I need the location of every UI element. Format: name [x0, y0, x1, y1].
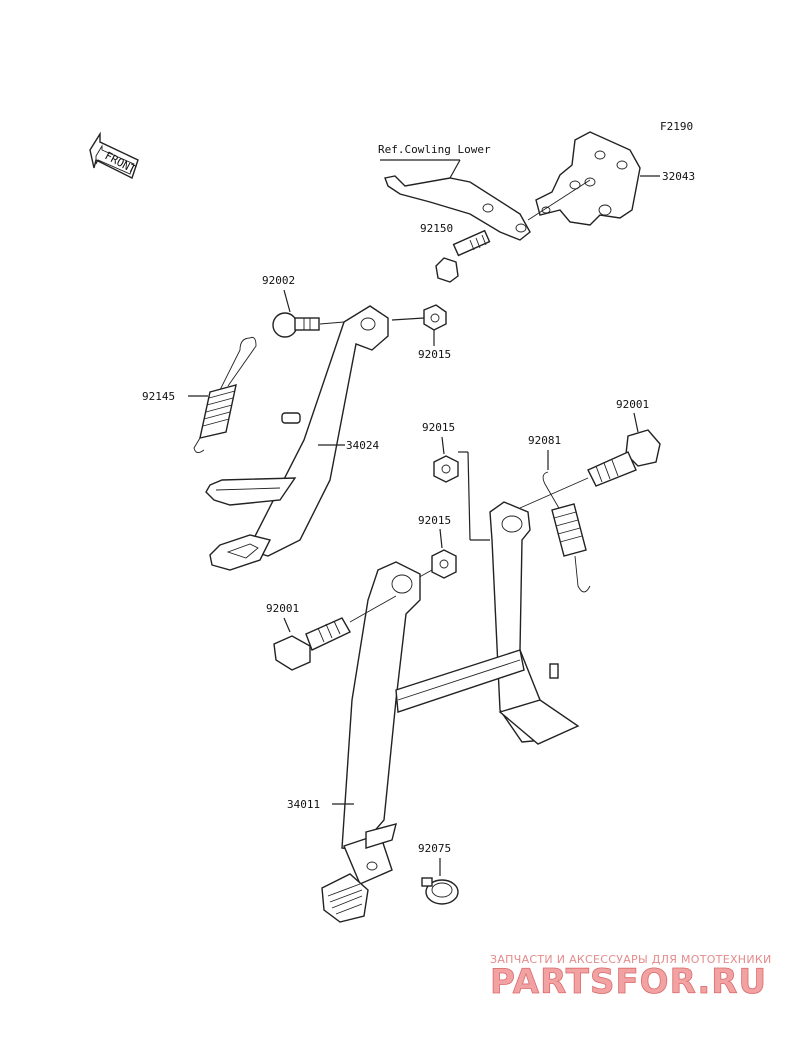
nut-92015-lower: [431, 549, 457, 579]
part-label-34024: 34024: [346, 439, 379, 452]
part-label-92015-c: 92015: [418, 514, 451, 527]
bracket-32043: [535, 131, 641, 226]
part-label-32043: 32043: [662, 170, 695, 183]
main-stand-34011: [321, 501, 580, 923]
reference-note: Ref.Cowling Lower: [378, 143, 491, 156]
spring-92145: [193, 336, 257, 453]
part-label-34011: 34011: [287, 798, 320, 811]
part-label-92002: 92002: [262, 274, 295, 287]
spring-92081: [542, 471, 591, 593]
diagram-code: F2190: [660, 120, 693, 133]
pin-92002: [272, 312, 320, 338]
part-label-92081: 92081: [528, 434, 561, 447]
bolt-92001-left: [273, 617, 351, 671]
part-label-92075: 92075: [418, 842, 451, 855]
bolt-92150: [435, 229, 491, 283]
bolt-92001-right: [587, 429, 661, 487]
part-label-92145: 92145: [142, 390, 175, 403]
part-label-92001-a: 92001: [616, 398, 649, 411]
nut-92015-middle: [433, 455, 459, 483]
cowling-bracket-strip: [384, 175, 531, 241]
watermark-tagline: ЗАПЧАСТИ И АКСЕССУАРЫ ДЛЯ МОТОТЕХНИКИ: [490, 953, 772, 966]
watermark-brand: PARTSFOR.RU: [490, 962, 767, 1002]
part-label-92150: 92150: [420, 222, 453, 235]
part-label-92001-b: 92001: [266, 602, 299, 615]
front-arrow-icon: FRONT: [89, 131, 139, 179]
part-label-92015-b: 92015: [422, 421, 455, 434]
rubber-92075: [421, 877, 459, 905]
nut-92015-top: [423, 304, 447, 331]
part-label-92015-a: 92015: [418, 348, 451, 361]
side-stand-34024: [205, 305, 389, 571]
